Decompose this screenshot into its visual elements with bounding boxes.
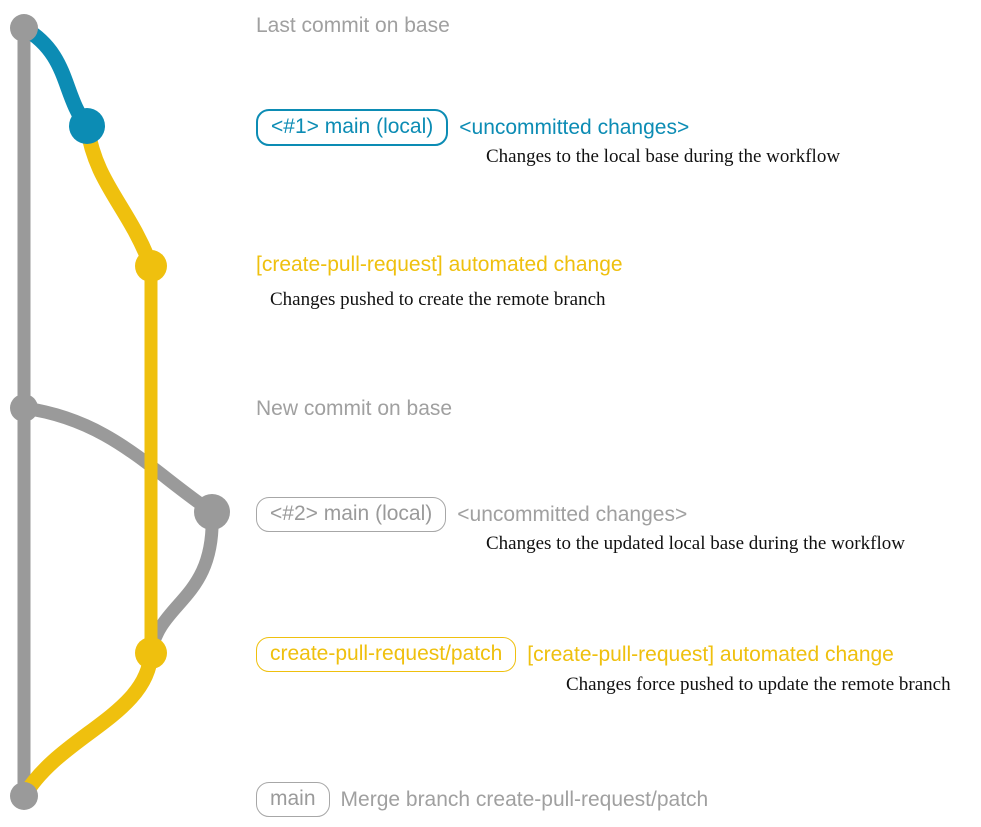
local2-to-remote2-line <box>144 505 219 660</box>
base-to-local2-line <box>17 401 219 519</box>
commit-row-remote-1: [create-pull-request] automated change <box>256 253 623 277</box>
commit-description-local-2: Changes to the updated local base during… <box>486 533 905 554</box>
commit-subject: [create-pull-request] automated change <box>527 642 894 666</box>
commit-node-merge[interactable] <box>10 782 38 810</box>
commit-node-base-head[interactable] <box>10 14 38 42</box>
commit-subject: [create-pull-request] automated change <box>256 253 623 276</box>
ref-pill-main-local-2[interactable]: <#2> main (local) <box>256 497 447 532</box>
commit-subject: New commit on base <box>256 397 453 420</box>
commit-row-remote-2: create-pull-request/patch [create-pull-r… <box>256 637 894 672</box>
ref-pill-create-pull-request-patch[interactable]: create-pull-request/patch <box>256 637 517 672</box>
commit-description-remote-1: Changes pushed to create the remote bran… <box>270 289 606 310</box>
commit-row-local-1: <#1> main (local) <uncommitted changes> <box>256 109 689 146</box>
commit-description-remote-2: Changes force pushed to update the remot… <box>566 674 951 695</box>
ref-pill-main[interactable]: main <box>256 782 330 817</box>
commit-subject: <uncommitted changes> <box>459 115 690 139</box>
remote-branch-line <box>79 118 159 274</box>
ref-pill-main-local-1[interactable]: <#1> main (local) <box>256 109 449 146</box>
commit-row-merge: main Merge branch create-pull-request/pa… <box>256 782 708 817</box>
remote2-to-merge-line <box>16 645 159 804</box>
commit-subject: <uncommitted changes> <box>457 502 688 526</box>
commit-row-local-2: <#2> main (local) <uncommitted changes> <box>256 497 687 532</box>
commit-row-base-head: Last commit on base <box>256 14 450 38</box>
commit-subject: Last commit on base <box>256 14 450 37</box>
commit-node-local-1[interactable] <box>69 108 105 144</box>
commit-row-base-new: New commit on base <box>256 397 452 421</box>
commit-node-remote-1[interactable] <box>135 250 167 282</box>
commit-node-local-2[interactable] <box>194 494 230 530</box>
commit-description-local-1: Changes to the local base during the wor… <box>486 146 841 167</box>
commit-subject: Merge branch create-pull-request/patch <box>340 787 709 811</box>
commit-node-base-new[interactable] <box>10 394 38 422</box>
commit-node-remote-2[interactable] <box>135 637 167 669</box>
